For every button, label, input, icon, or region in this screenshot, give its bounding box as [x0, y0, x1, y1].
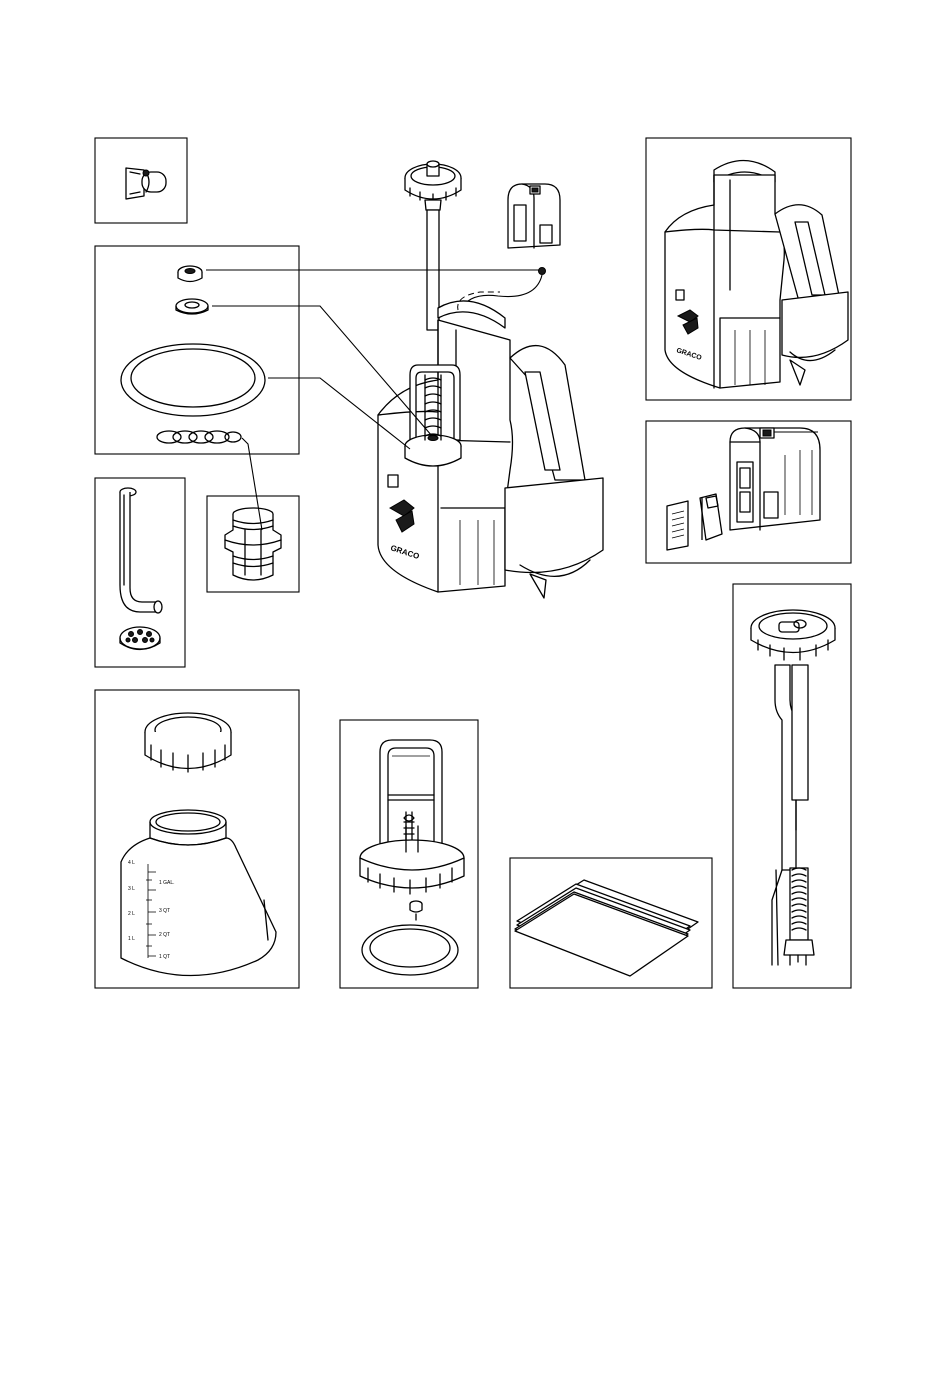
small-seal [178, 266, 202, 282]
bottle: 4 L 3 L 2 L 1 L 1 GAL. 3 QT 2 QT 1 QT [121, 810, 276, 976]
battery-housing [730, 428, 820, 530]
grad-1l: 1 L [128, 936, 135, 942]
large-gasket [121, 344, 265, 416]
grad-4l: 4 L [128, 860, 135, 866]
o-rings [157, 431, 241, 443]
panel-lid-handle [340, 720, 478, 988]
pump-cartridge [225, 508, 281, 580]
panel-seal-kit [95, 246, 299, 454]
grad-3qt: 3 QT [159, 908, 170, 914]
grad-1qt: 1 QT [159, 954, 170, 960]
grad-3l: 3 L [128, 886, 135, 892]
panel-battery-pack [646, 421, 851, 563]
panel-pump-cartridge [207, 496, 299, 592]
battery-cover [667, 501, 688, 550]
grad-2l: 2 L [128, 911, 135, 917]
battery [700, 494, 722, 540]
panel-pump-tube [733, 584, 851, 988]
filter-screen [120, 627, 160, 650]
backpack-unit: GRACO [665, 160, 848, 388]
panel-suction-tube [95, 478, 185, 667]
grad-1gal: 1 GAL. [159, 880, 175, 886]
nozzle-tip-part [126, 168, 166, 199]
manual-stack [515, 880, 698, 976]
battery-box-floating [460, 184, 560, 310]
pump-tube-assembly [751, 610, 835, 965]
lid-handle-assembly [360, 740, 464, 975]
main-sprayer-assembly: GRACO [378, 161, 603, 598]
panel-manuals [510, 858, 712, 988]
grad-2qt: 2 QT [159, 932, 170, 938]
suction-tube [120, 488, 162, 613]
washer [176, 299, 208, 314]
panel-nozzle-tip [95, 138, 187, 223]
panel-backpack: GRACO [646, 138, 851, 400]
bottle-cap [145, 713, 231, 772]
panel-bottle: 4 L 3 L 2 L 1 L 1 GAL. 3 QT 2 QT 1 QT [95, 690, 299, 988]
